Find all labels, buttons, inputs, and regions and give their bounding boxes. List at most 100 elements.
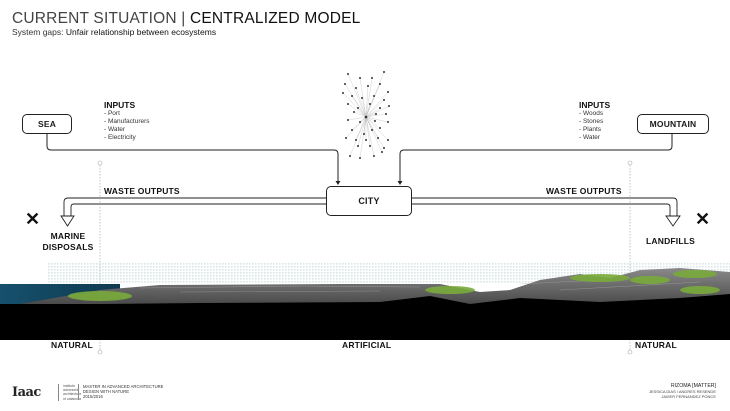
right-waste-line-outer xyxy=(412,197,678,216)
subtitle-text: Unfair relationship between ecosystems xyxy=(65,27,217,37)
city-node[interactable]: CITY xyxy=(326,186,412,216)
authors-line: JAVIER FERNANDEZ PONCE xyxy=(661,394,716,399)
institute-line: architecture xyxy=(63,392,82,397)
program-line: MASTER IN ADVANCED ARCHITECTURE xyxy=(83,384,164,389)
network-node xyxy=(375,113,377,115)
network-node xyxy=(347,119,349,121)
institute-line: advanced xyxy=(63,388,79,393)
network-link xyxy=(365,116,375,157)
mountain-input-item: - Stones xyxy=(579,118,604,125)
network-link xyxy=(361,97,367,118)
network-link xyxy=(342,92,367,118)
network-node xyxy=(367,85,369,87)
network-link xyxy=(365,116,381,129)
network-node xyxy=(371,77,373,79)
project-credits: RIZOMA [MATTER] JESSICA DIAS / ANDRES RE… xyxy=(648,383,716,399)
sea-input-item: - Water xyxy=(104,126,126,133)
network-link xyxy=(359,116,367,159)
network-link xyxy=(365,95,375,118)
page-subtitle: System gaps: Unfair relationship between… xyxy=(12,27,216,37)
sea-input-item: - Port xyxy=(104,110,120,117)
sea-inputs-list: INPUTS - Port - Manufacturers - Water - … xyxy=(104,100,150,142)
network-node xyxy=(385,113,387,115)
network-node xyxy=(357,145,359,147)
network-node xyxy=(379,107,381,109)
left-waste-line-outer xyxy=(63,197,326,216)
network-link xyxy=(359,77,367,118)
network-link xyxy=(365,85,369,118)
network-link xyxy=(365,71,385,118)
network-link xyxy=(365,116,379,139)
network-link xyxy=(365,116,371,147)
network-node xyxy=(383,71,385,73)
mountain-inputs-heading: INPUTS xyxy=(579,100,611,110)
authors-line: JESSICA DIAS / ANDRES RESENDE xyxy=(648,389,716,394)
network-node xyxy=(369,145,371,147)
network-node xyxy=(361,97,363,99)
marine-disposals-line2: DISPOSALS xyxy=(42,242,94,252)
network-node xyxy=(345,137,347,139)
network-node xyxy=(355,87,357,89)
network-link xyxy=(357,116,367,147)
network-link xyxy=(365,83,381,118)
program-info: MASTER IN ADVANCED ARCHITECTURE DESIGN W… xyxy=(78,384,163,400)
sea-input-item: - Electricity xyxy=(104,134,136,141)
network-link xyxy=(365,116,383,153)
network-node xyxy=(353,111,355,113)
network-node xyxy=(387,121,389,123)
mountain-input-line xyxy=(399,134,673,182)
network-link xyxy=(365,113,387,118)
landfills-label: LANDFILLS xyxy=(646,236,696,246)
network-node xyxy=(363,133,365,135)
network-link xyxy=(365,91,389,118)
network-link xyxy=(351,95,367,118)
terrain xyxy=(20,268,730,304)
sea-input-line xyxy=(46,134,339,182)
network-link xyxy=(345,116,367,139)
institute-line: institute xyxy=(63,384,76,388)
network-link xyxy=(365,105,390,118)
network-node xyxy=(359,157,361,159)
network-link xyxy=(365,116,389,141)
network-node xyxy=(357,107,359,109)
mountain-input-item: - Plants xyxy=(579,126,602,133)
marine-disposals-label: MARINE DISPOSALS xyxy=(40,231,96,253)
network-node xyxy=(383,147,385,149)
institute-line: of catalonia xyxy=(63,396,81,401)
network-link xyxy=(349,116,367,157)
title-part1: CURRENT SITUATION xyxy=(12,10,177,27)
sea-inputs-heading: INPUTS xyxy=(104,100,136,110)
network-link xyxy=(351,116,367,131)
right-boundary-top-node xyxy=(627,160,633,166)
network-node xyxy=(359,121,361,123)
project-name: RIZOMA [MATTER] xyxy=(670,383,716,389)
right-waste-outputs-label: WASTE OUTPUTS xyxy=(546,186,622,196)
network-link xyxy=(365,77,373,118)
network-node xyxy=(344,83,346,85)
zone-label-natural-right: NATURAL xyxy=(635,340,677,350)
network-node xyxy=(347,73,349,75)
sea-node[interactable]: SEA xyxy=(22,114,72,134)
network-node xyxy=(373,155,375,157)
iaac-logo: Iaac xyxy=(12,385,41,400)
network-link xyxy=(365,99,385,118)
mountain-node[interactable]: MOUNTAIN xyxy=(637,114,709,134)
network-node xyxy=(349,155,351,157)
program-line: 2015/2016 xyxy=(83,394,103,400)
network-node xyxy=(374,120,376,122)
right-waste-arrowhead xyxy=(665,215,681,227)
network-node xyxy=(381,151,383,153)
network-link xyxy=(365,113,377,118)
title-part2: CENTRALIZED MODEL xyxy=(189,10,361,27)
network-node xyxy=(387,139,389,141)
network-node xyxy=(369,103,371,105)
network-link xyxy=(355,116,367,141)
network-link xyxy=(347,73,367,118)
city-label: CITY xyxy=(358,196,380,206)
blocked-x-icon-left: ✕ xyxy=(25,209,41,229)
left-waste-line-inner xyxy=(70,203,326,216)
network-icon xyxy=(342,71,390,159)
network-node xyxy=(371,129,373,131)
network-link xyxy=(359,116,367,123)
network-node xyxy=(379,83,381,85)
